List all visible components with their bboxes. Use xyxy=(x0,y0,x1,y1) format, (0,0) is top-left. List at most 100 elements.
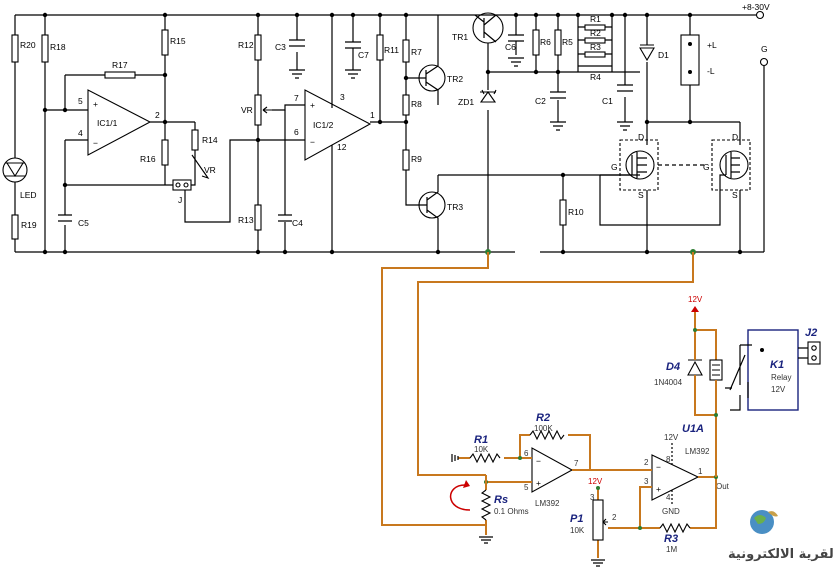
svg-text:−: − xyxy=(656,462,661,472)
r2-bottom-name: R2 xyxy=(536,412,550,424)
resistor-r11 xyxy=(376,34,384,61)
resistor-r12 xyxy=(254,34,262,61)
vr-arrow xyxy=(191,154,210,180)
c3-label: C3 xyxy=(275,42,286,52)
orange-wire-2 xyxy=(417,252,694,476)
connector-j2 xyxy=(807,341,821,365)
r9-label: R9 xyxy=(411,154,422,164)
ic1-1-label: IC1/1 xyxy=(97,118,118,128)
ic1-2-pin6: 6 xyxy=(294,127,299,137)
r14-label: R14 xyxy=(202,135,218,145)
opamp-ic1-1 xyxy=(87,89,152,156)
diode-d1 xyxy=(639,44,655,62)
u1a-gnd: GND xyxy=(662,507,680,516)
rs-value: 0.1 Ohms xyxy=(494,507,529,516)
svg-text:+: + xyxy=(536,478,541,488)
transistor-tr3 xyxy=(418,191,446,219)
ic1-1-pin4: 4 xyxy=(78,128,83,138)
u1a-part: LM392 xyxy=(685,447,710,456)
u1a-pin4: 4 xyxy=(666,493,671,502)
resistor-r7 xyxy=(402,39,410,63)
ic1-2-pin12: 12 xyxy=(337,142,347,152)
top-12v-label: 12V xyxy=(688,295,703,304)
u1a-pin8: 8 xyxy=(666,455,671,464)
r12-label: R12 xyxy=(238,40,254,50)
mosfet1-d: D xyxy=(638,132,644,142)
resistor-r5 xyxy=(554,29,562,56)
r3-bottom-name: R3 xyxy=(664,533,678,545)
bottom-schematic: R1 10K − + 6 5 7 LM392 R2 100K Rs 0.1 Oh… xyxy=(449,295,821,567)
resistor-r8 xyxy=(402,94,410,116)
r4-label: R4 xyxy=(590,72,601,82)
k1-voltage: 12V xyxy=(771,385,786,394)
resistor-r10 xyxy=(559,199,567,226)
c1-label: C1 xyxy=(602,96,613,106)
r7-label: R7 xyxy=(411,47,422,57)
tr3-label: TR3 xyxy=(447,202,463,212)
u1a-name: U1A xyxy=(682,423,704,435)
potentiometer-vr xyxy=(254,94,262,126)
resistor-r3-bottom xyxy=(659,522,691,534)
c5-label: C5 xyxy=(78,218,89,228)
led-label: LED xyxy=(20,190,37,200)
relay-switch xyxy=(725,344,752,398)
k1-type: Relay xyxy=(771,373,791,382)
r13-label: R13 xyxy=(238,215,254,225)
ground-terminal xyxy=(759,57,769,67)
p1-name: P1 xyxy=(570,513,583,525)
ic1-2-pin7: 7 xyxy=(294,93,299,103)
r5-label: R5 xyxy=(562,37,573,47)
resistor-rs xyxy=(480,489,492,521)
d4-name: D4 xyxy=(666,361,680,373)
svg-text:−: − xyxy=(93,138,98,148)
r17-label: R17 xyxy=(112,60,128,70)
ic1-2-label: IC1/2 xyxy=(313,120,334,130)
mosfet2-d: D xyxy=(732,132,738,142)
u1a-out-label: Out xyxy=(716,482,730,491)
ic1-2-pin1: 1 xyxy=(370,110,375,120)
svg-text:+: + xyxy=(310,100,315,110)
resistor-r16 xyxy=(161,139,169,166)
ic1-1-pin5: 5 xyxy=(78,96,83,106)
current-arrow xyxy=(449,484,471,511)
resistor-r19 xyxy=(11,214,19,240)
d1-label: D1 xyxy=(658,50,669,60)
r18-label: R18 xyxy=(50,42,66,52)
vr-label: VR xyxy=(204,165,216,175)
vr-left-label: VR xyxy=(241,105,253,115)
p1-pin3: 3 xyxy=(590,493,595,502)
p1-supply-label: 12V xyxy=(588,477,603,486)
r16-label: R16 xyxy=(140,154,156,164)
r20-label: R20 xyxy=(20,40,36,50)
resistor-r20 xyxy=(11,34,19,63)
zener-zd1 xyxy=(479,89,497,103)
load-plus-label: +L xyxy=(707,40,717,50)
diode-d4 xyxy=(687,359,703,376)
ic1-1-pin2: 2 xyxy=(155,110,160,120)
resistor-r17 xyxy=(104,71,136,79)
relay-k1 xyxy=(747,329,799,411)
opamp-lm392-1 xyxy=(531,447,574,493)
load-minus-label: -L xyxy=(707,66,715,76)
svg-text:+: + xyxy=(93,99,98,109)
op1-pin7: 7 xyxy=(574,459,579,468)
r3-bottom-value: 1M xyxy=(666,545,677,554)
p1-pin2: 2 xyxy=(612,513,617,522)
c7-label: C7 xyxy=(358,50,369,60)
r8-label: R8 xyxy=(411,99,422,109)
resistor-r2-bottom xyxy=(529,429,565,441)
resistor-r3 xyxy=(584,51,606,58)
j-label: J xyxy=(178,195,182,205)
svg-text:−: − xyxy=(310,137,315,147)
r2-bottom-value: 100K xyxy=(534,424,553,433)
resistor-r13 xyxy=(254,204,262,231)
r3-label: R3 xyxy=(590,42,601,52)
resistor-r9 xyxy=(402,149,410,171)
u1a-pin1: 1 xyxy=(698,467,703,476)
supply-label: +8-30V xyxy=(742,2,770,12)
op1-pin6: 6 xyxy=(524,449,529,458)
k1-name: K1 xyxy=(770,359,784,371)
svg-text:+: + xyxy=(656,484,661,494)
mosfet1-g: G xyxy=(611,162,618,172)
